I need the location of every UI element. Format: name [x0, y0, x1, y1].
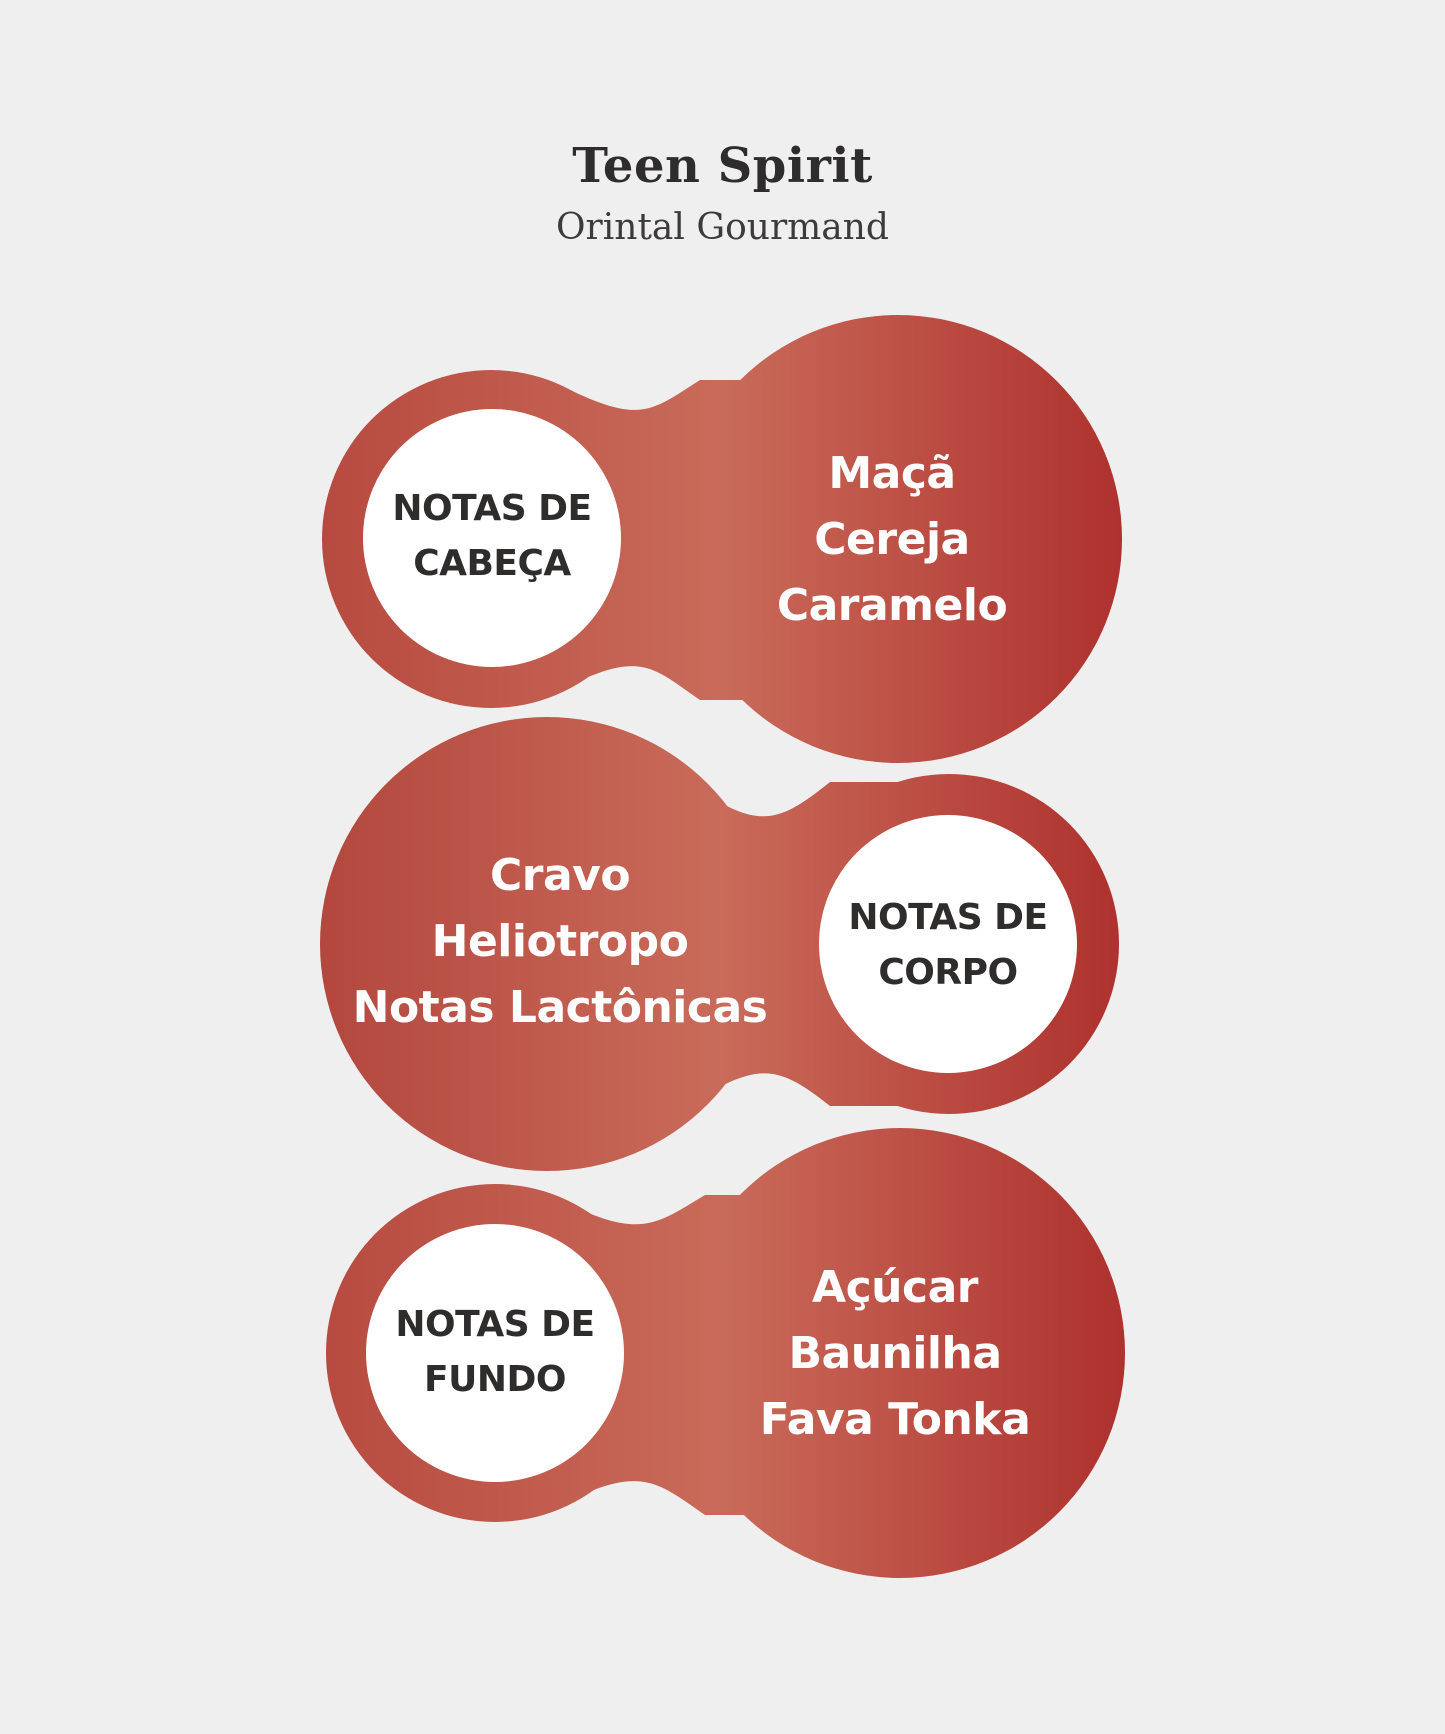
note-item: Cravo — [489, 850, 631, 901]
heart-notes-label: NOTAS DE CORPO — [798, 890, 1098, 1000]
top-notes-shape — [322, 315, 1122, 763]
note-item: Fava Tonka — [759, 1394, 1031, 1445]
base-notes-label-line1: NOTAS DE — [395, 1304, 595, 1345]
top-notes-circle — [363, 409, 621, 667]
page-title: Teen Spirit — [572, 138, 873, 194]
note-item: Caramelo — [776, 580, 1008, 631]
heart-notes-label-line1: NOTAS DE — [848, 897, 1048, 938]
base-notes-label: NOTAS DE FUNDO — [345, 1297, 645, 1407]
top-notes-label-line1: NOTAS DE — [392, 488, 592, 529]
note-item: Cereja — [814, 514, 970, 565]
note-item: Maçã — [828, 448, 956, 499]
heart-notes-label-line2: CORPO — [878, 952, 1018, 993]
base-notes-circle — [366, 1224, 624, 1482]
top-notes-list: Maçã Cereja Caramelo — [692, 441, 1092, 639]
note-item: Baunilha — [788, 1328, 1002, 1379]
page-subtitle: Orintal Gourmand — [556, 207, 889, 248]
base-notes-shape — [326, 1128, 1125, 1578]
note-item: Heliotropo — [431, 916, 689, 967]
base-notes-label-line2: FUNDO — [424, 1359, 566, 1400]
heart-notes-circle — [819, 815, 1077, 1073]
heart-notes-shape — [320, 717, 1119, 1171]
note-item: Notas Lactônicas — [352, 982, 768, 1033]
heart-notes-list: Cravo Heliotropo Notas Lactônicas — [330, 843, 790, 1041]
top-notes-label: NOTAS DE CABEÇA — [342, 481, 642, 591]
note-item: Açúcar — [812, 1262, 978, 1313]
top-notes-label-line2: CABEÇA — [413, 543, 571, 584]
base-notes-list: Açúcar Baunilha Fava Tonka — [695, 1255, 1095, 1453]
